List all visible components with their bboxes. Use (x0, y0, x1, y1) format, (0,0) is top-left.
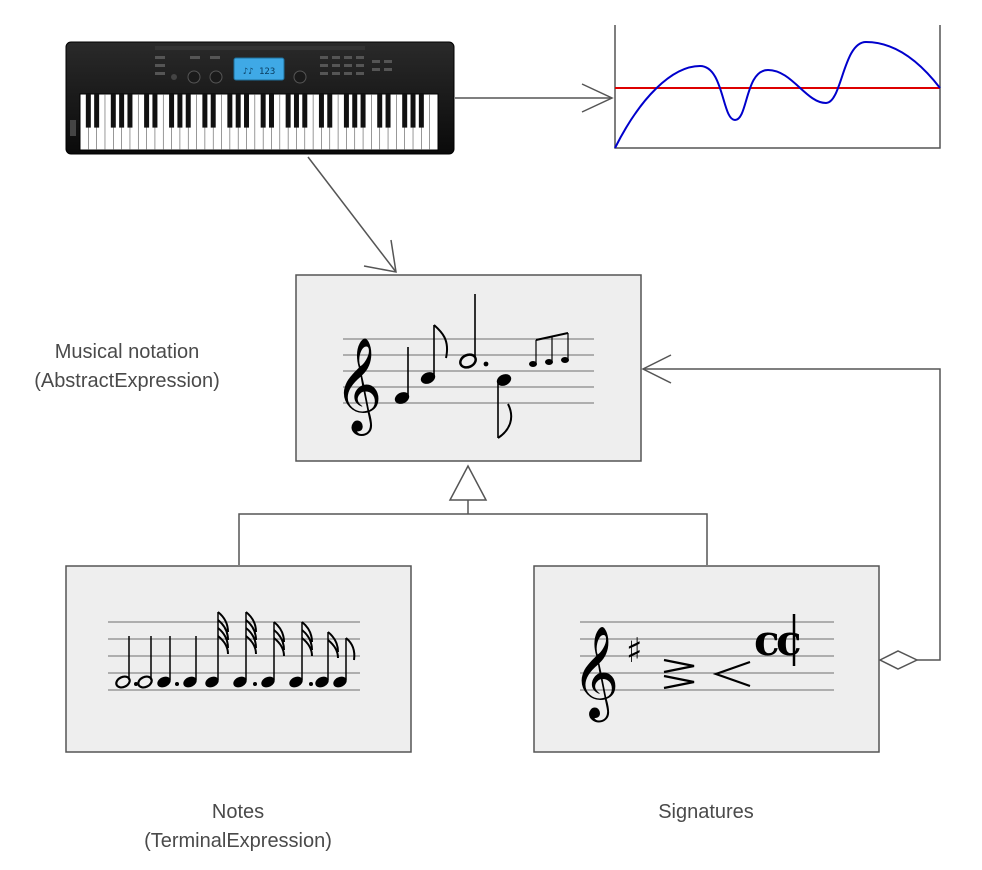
keyboard-to-notation-arrow (307, 156, 397, 273)
black-key (227, 94, 233, 128)
keyboard-lcd (233, 57, 285, 81)
terminal-expression-label: (TerminalExpression) (144, 830, 332, 852)
signatures-caption: Signatures (556, 798, 856, 827)
note-values-row (115, 611, 356, 689)
musical-notation-box: 𝄞 (295, 274, 642, 462)
note-glyphs (394, 294, 569, 439)
black-key (110, 94, 116, 128)
notes-caption: Notes (TerminalExpression) (88, 798, 388, 856)
black-key (318, 94, 324, 128)
notes-label: Notes (211, 801, 265, 823)
black-key (302, 94, 308, 128)
black-key (352, 94, 358, 128)
black-key (152, 94, 158, 128)
signatures-box: 𝄞 ♯ c c (533, 565, 880, 753)
black-key (377, 94, 383, 128)
black-key (268, 94, 274, 128)
cut-time-icon: c (776, 614, 802, 666)
black-key (285, 94, 291, 128)
musical-notation-label: Musical notation (54, 341, 200, 363)
black-key (94, 94, 100, 128)
black-key (119, 94, 125, 128)
svg-text:c: c (776, 616, 802, 665)
black-key (235, 94, 241, 128)
black-key (127, 94, 133, 128)
black-key (185, 94, 191, 128)
keyboard-to-waveform-arrow (455, 83, 614, 113)
black-key (402, 94, 408, 128)
black-key (85, 94, 91, 128)
black-key (343, 94, 349, 128)
black-key (418, 94, 424, 128)
black-key (385, 94, 391, 128)
waveform-icon (614, 25, 941, 149)
common-time-icon: c (754, 616, 780, 665)
inheritance-triangle (448, 464, 488, 501)
treble-clef-icon: 𝄞 (334, 337, 382, 436)
accent-icon (663, 658, 751, 690)
black-key (169, 94, 175, 128)
treble-clef-icon: 𝄞 (572, 625, 619, 722)
black-key (210, 94, 216, 128)
black-key (410, 94, 416, 128)
black-key (260, 94, 266, 128)
black-key (293, 94, 299, 128)
keyboard-image: ♪♪ 123 (65, 41, 455, 155)
aggregation-diamond (878, 650, 919, 670)
musical-notation-caption: Musical notation (AbstractExpression) (0, 338, 254, 396)
abstract-expression-label: (AbstractExpression) (34, 370, 220, 392)
inheritance-connector (238, 464, 708, 565)
notes-box (65, 565, 412, 753)
black-key (327, 94, 333, 128)
black-key (144, 94, 150, 128)
black-key (360, 94, 366, 128)
black-key (177, 94, 183, 128)
keyboard-lcd-text: ♪♪ 123 (243, 67, 276, 77)
signatures-aggregation-connector (641, 354, 941, 670)
signatures-label: Signatures (658, 801, 754, 823)
sharp-icon: ♯ (626, 631, 642, 671)
black-key (202, 94, 208, 128)
black-key (244, 94, 250, 128)
waveform-curve (614, 40, 941, 149)
